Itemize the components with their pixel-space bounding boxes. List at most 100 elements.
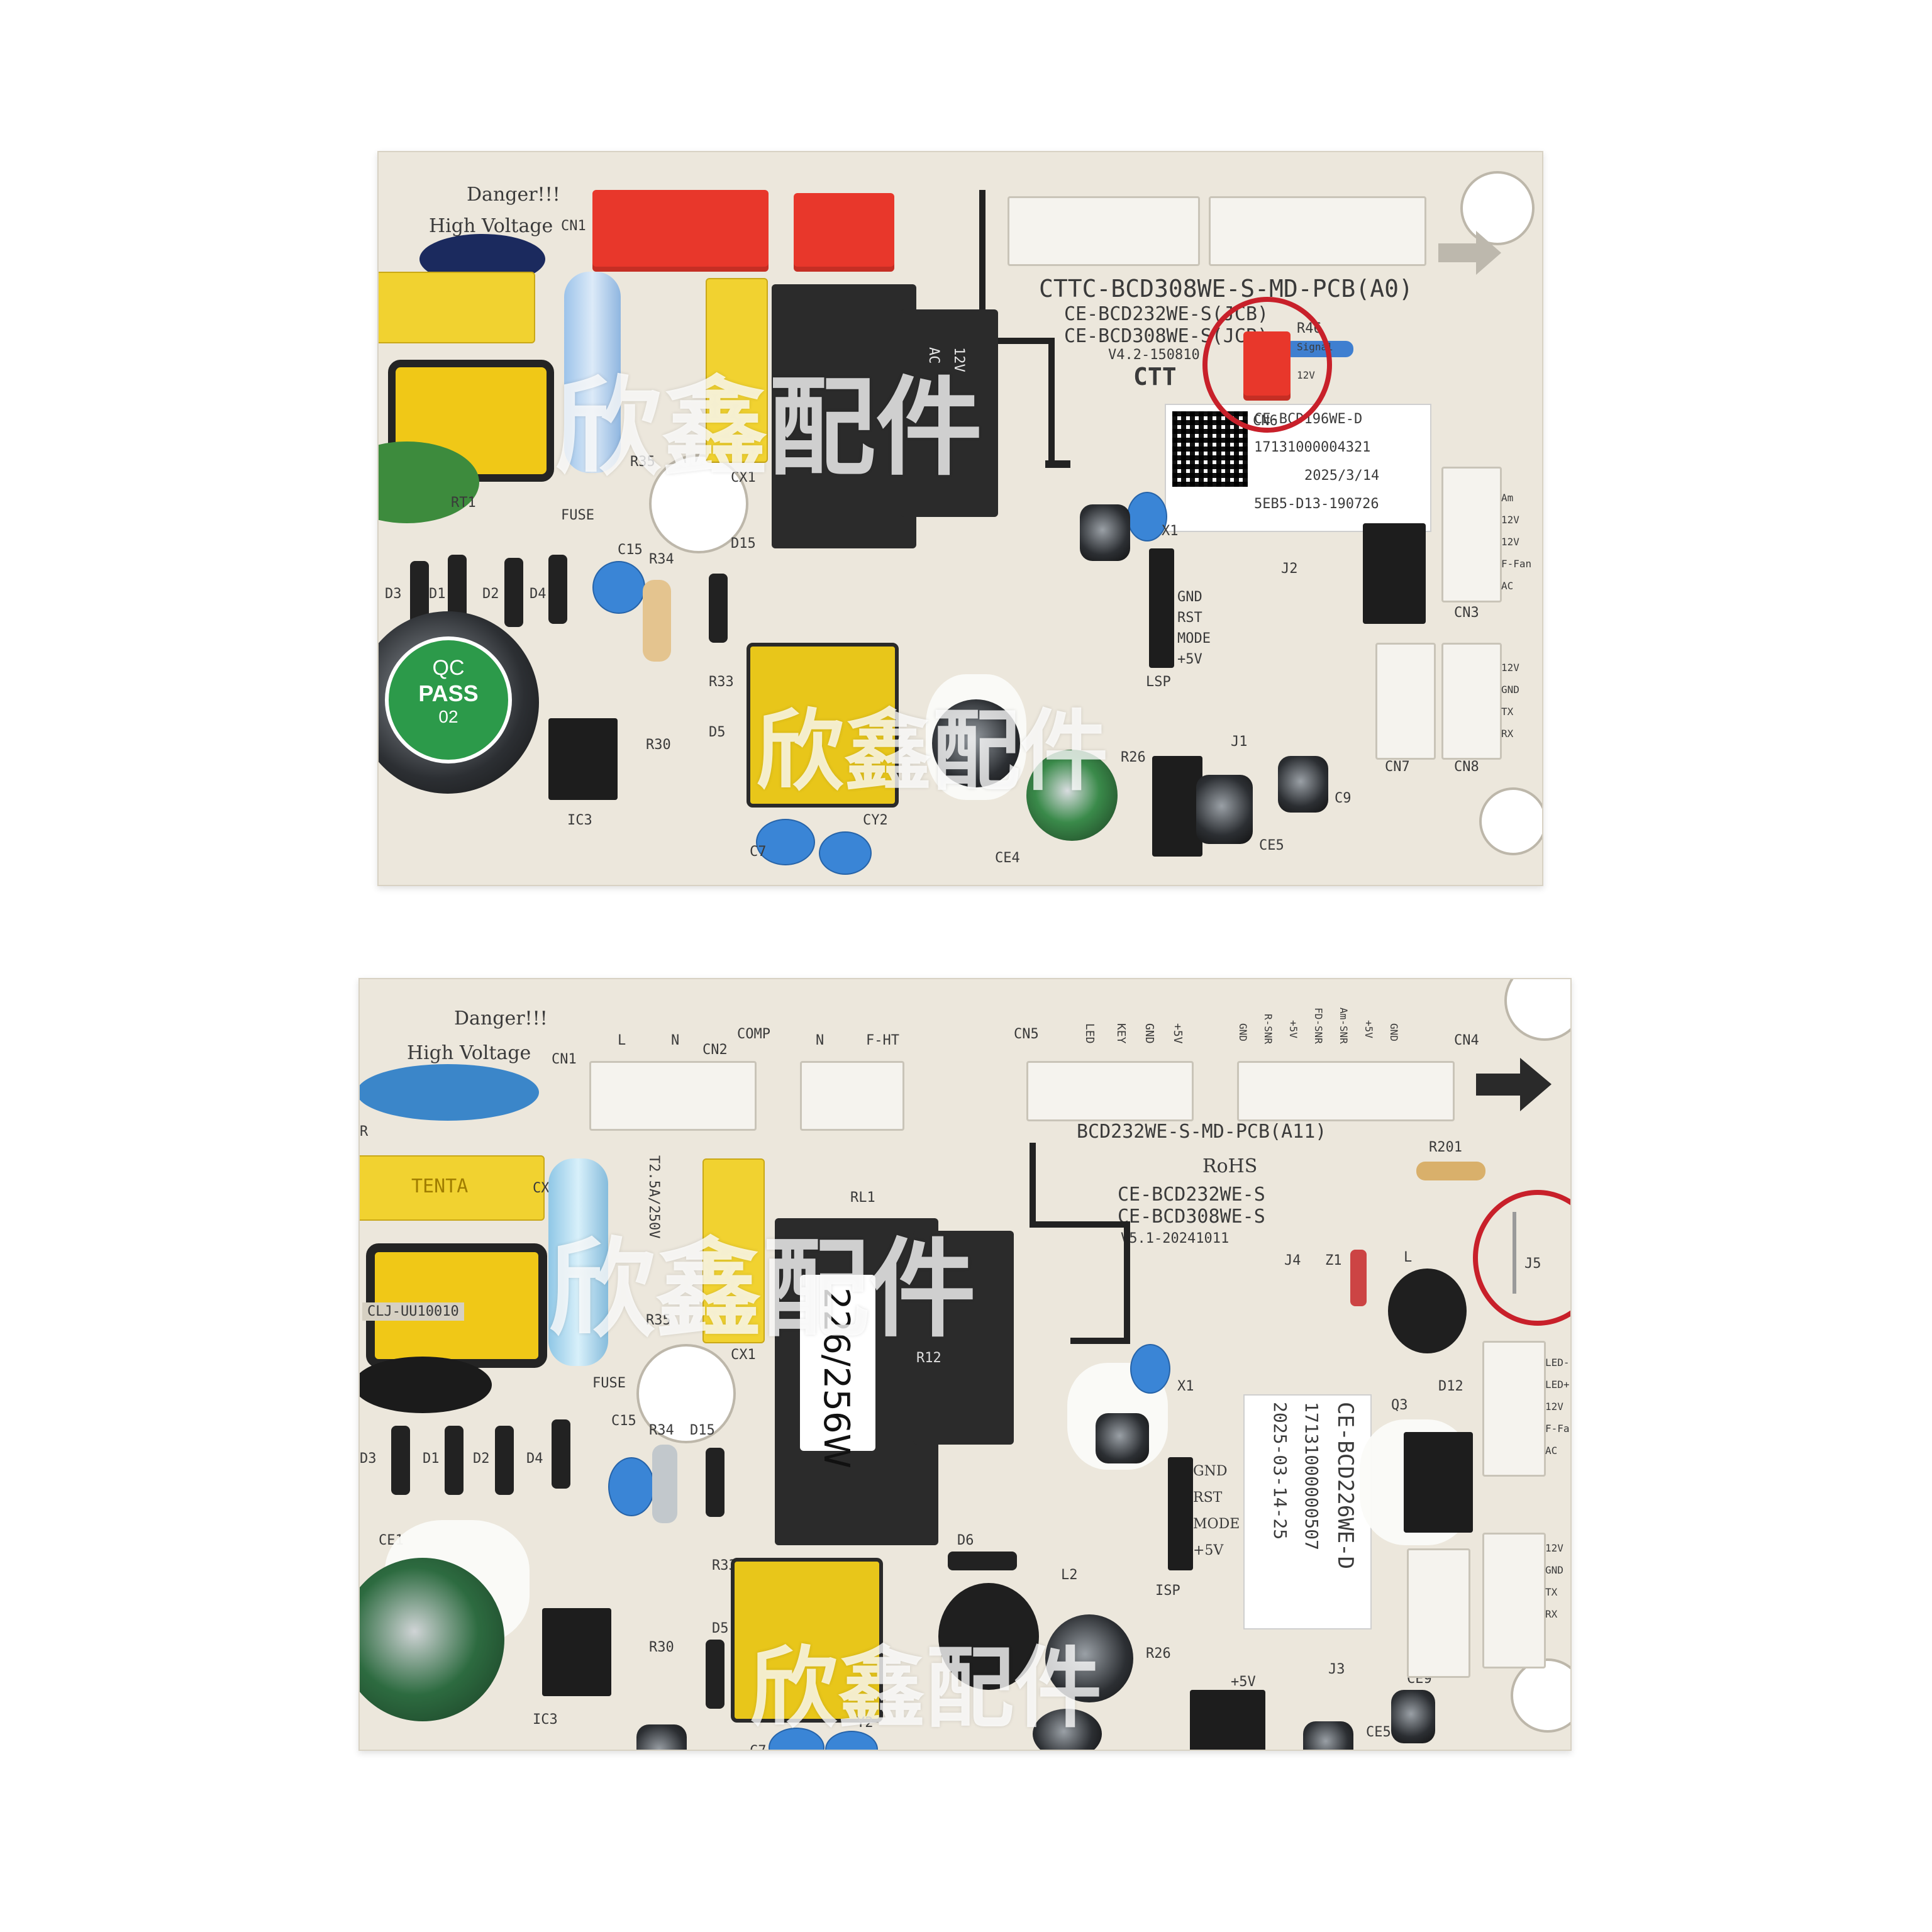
cn8-pin-gnd: GND	[1501, 684, 1519, 696]
side-pin-led-minus: LED-	[1545, 1357, 1570, 1368]
ref-ic3: IC3	[567, 813, 592, 828]
resistor-r201	[1416, 1162, 1485, 1180]
ref-l2: L2	[1061, 1567, 1078, 1583]
ref-r35: R35	[630, 454, 655, 470]
conn-label-fht: F-HT	[866, 1033, 899, 1048]
ceramic-cap-c15	[592, 561, 645, 614]
model-line-2: CE-BCD308WE-S	[1118, 1206, 1265, 1228]
model-line-1: CE-BCD232WE-S	[1118, 1184, 1265, 1206]
secondary-relay: 12V AC	[901, 309, 998, 517]
filter-text: CLJ-UU10010	[362, 1302, 464, 1321]
cn5-pin-key: KEY	[1114, 1023, 1128, 1044]
ref-cn7: CN7	[1385, 759, 1410, 775]
qc-line1: QC	[432, 656, 465, 680]
diode-d4	[552, 1419, 570, 1489]
inductor-l2	[938, 1583, 1039, 1690]
ref-cn4: CN4	[1454, 1033, 1479, 1048]
cn8-pin-tx: TX	[1501, 706, 1514, 718]
isp-header	[1168, 1457, 1193, 1570]
ref-j4: J4	[1284, 1253, 1301, 1269]
ref-cy2: CY2	[863, 813, 888, 828]
ref-c7: C7	[750, 844, 767, 860]
output-capacitor	[1045, 1614, 1133, 1702]
ref-cx: CX	[533, 1180, 550, 1196]
cn3-pin-ac: AC	[1501, 580, 1514, 592]
ic3-controller	[548, 718, 618, 800]
side2-pin-gnd: GND	[1545, 1564, 1563, 1576]
qc-line3: 02	[438, 707, 458, 726]
qc-pass-sticker: QC PASS 02	[385, 636, 512, 763]
mounting-hole	[1460, 171, 1535, 245]
ref-rl1: RL1	[850, 1190, 875, 1206]
connector-fan	[1482, 1341, 1546, 1477]
rohs-label: RoHS	[1202, 1155, 1258, 1177]
ref-r30: R30	[649, 1640, 674, 1655]
fuse-glass	[564, 272, 621, 473]
isp-pin-gnd: GND	[1177, 589, 1202, 605]
isp-label: ISP	[1155, 1583, 1180, 1599]
diode-d3	[391, 1426, 410, 1495]
cn4-pin-gnd: GND	[1237, 1023, 1249, 1041]
ref-r34: R34	[649, 1423, 674, 1438]
isp-pin-rst: RST	[1177, 610, 1202, 626]
ref-ce5: CE5	[1259, 838, 1284, 853]
power-transistor-q3	[1404, 1432, 1473, 1533]
secondary-relay	[913, 1231, 1014, 1445]
high-voltage-label: High Voltage	[429, 215, 553, 237]
zener-z1	[1350, 1250, 1367, 1306]
cn5-pin-gnd: GND	[1143, 1023, 1156, 1044]
capacitor-ce5	[1303, 1721, 1353, 1750]
connector-cn7	[1375, 643, 1436, 760]
side-pin-ffan: F-Fan	[1545, 1423, 1570, 1435]
power-connector	[589, 1061, 757, 1131]
ref-d4: D4	[526, 1451, 543, 1467]
isp-pin-5v: +5V	[1177, 652, 1202, 667]
side2-pin-12v: 12V	[1545, 1542, 1563, 1554]
ref-q3: Q3	[1391, 1397, 1408, 1413]
cn5-pin-led: LED	[1083, 1023, 1096, 1044]
ref-r34: R34	[649, 552, 674, 567]
cn3-pin-am: Am	[1501, 492, 1514, 504]
black-trace	[979, 190, 985, 341]
sticker-model: CE-BCD226WE-D	[1333, 1402, 1358, 1570]
cx1-capacitor	[702, 1158, 765, 1343]
version-label: V5.1-20241011	[1121, 1231, 1230, 1246]
small-capacitor	[1080, 504, 1130, 561]
ref-r26: R26	[1121, 750, 1146, 765]
thermistor-ring-blue	[360, 1064, 539, 1121]
ref-c15: C15	[611, 1413, 636, 1429]
mounting-hole	[1479, 787, 1542, 855]
capacitor-ce9	[1391, 1690, 1435, 1743]
ref-d5: D5	[709, 724, 726, 740]
ref-cx1: CX1	[731, 1347, 756, 1363]
direction-arrow-icon	[1476, 1058, 1552, 1111]
diode-d1	[445, 1426, 464, 1495]
diode-d2	[495, 1426, 514, 1495]
black-trace	[1124, 1221, 1130, 1341]
danger-label: Danger!!!	[467, 184, 560, 206]
watermark-text: 欣鑫配件	[548, 1228, 977, 1352]
ref-d5: D5	[712, 1621, 729, 1636]
cx1-capacitor	[706, 278, 768, 463]
capacitor-ce5	[1196, 775, 1253, 844]
ref-r12: R12	[916, 1350, 941, 1366]
diode-d5	[706, 1640, 724, 1709]
ref-d12: D12	[1438, 1379, 1463, 1394]
ref-y2: Y2	[857, 1715, 874, 1731]
ref-cn1: CN1	[561, 218, 586, 234]
ref-d15: D15	[690, 1423, 715, 1438]
ref-d2: D2	[482, 586, 499, 602]
black-trace	[1045, 460, 1070, 468]
varistor-black	[360, 1357, 492, 1413]
side-pin-ac: AC	[1545, 1445, 1558, 1457]
side-pin-12v: 12V	[1545, 1401, 1563, 1413]
black-trace	[1030, 1221, 1130, 1228]
ref-d6: D6	[957, 1533, 974, 1548]
qc-line2: PASS	[418, 680, 479, 706]
capacitor-c9	[1278, 756, 1328, 813]
cn4-pin-amsnr: Am-SNR	[1338, 1008, 1350, 1044]
conn-label-n2: N	[816, 1033, 824, 1048]
fuse-rating: T2.5A/250V	[646, 1155, 662, 1239]
diode-d4	[548, 555, 567, 624]
ref-cn6: CN6	[1253, 413, 1278, 429]
